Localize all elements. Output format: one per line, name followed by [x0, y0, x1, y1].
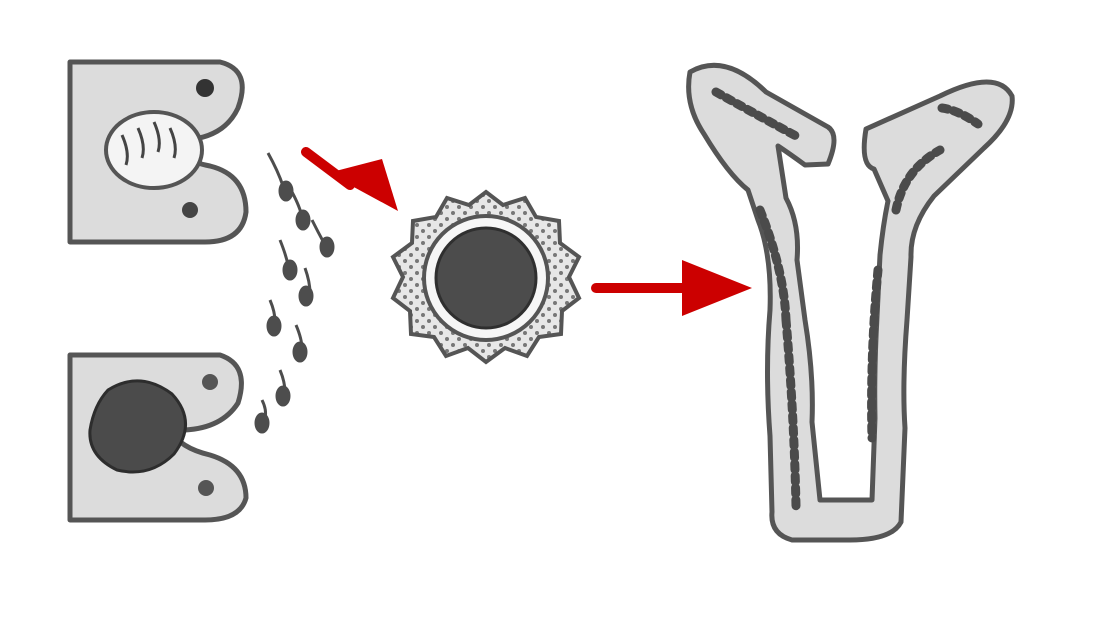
testis-icon: [70, 62, 246, 242]
arrow-zygote-to-embryo: [596, 260, 752, 316]
fertilized-egg-icon: [393, 192, 579, 362]
arrow-sperm-to-zygote: [306, 152, 398, 211]
ovary-icon: [70, 355, 246, 520]
sperm-cells-icon: [255, 153, 334, 433]
hydra-polyp-icon: [689, 65, 1013, 540]
